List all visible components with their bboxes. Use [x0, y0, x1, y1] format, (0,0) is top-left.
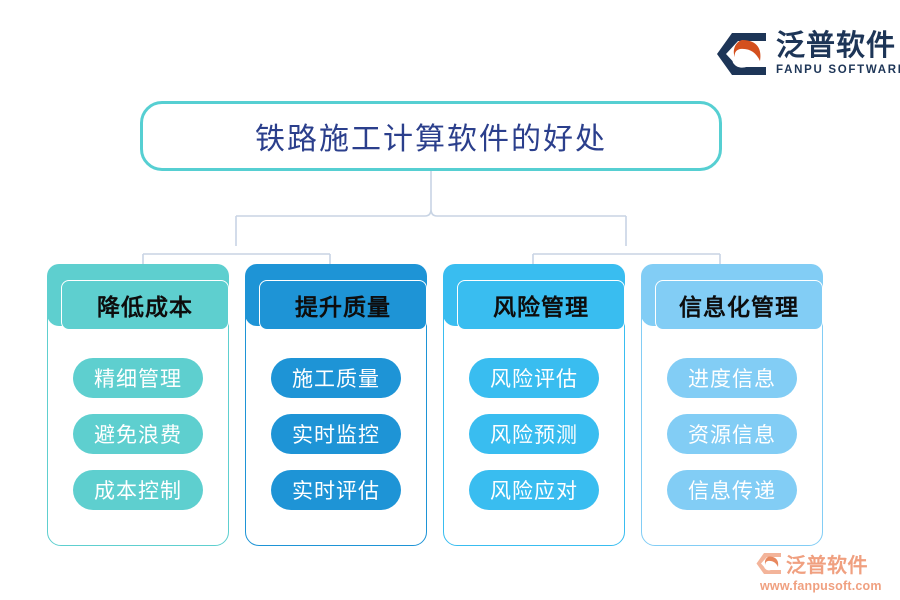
pill-label: 资源信息: [688, 423, 776, 447]
pill-label: 精细管理: [94, 367, 182, 391]
pill-label: 实时评估: [292, 479, 380, 503]
brand-text: 泛普软件 FANPU SOFTWARE: [776, 29, 900, 77]
card-header[interactable]: 信息化管理: [655, 280, 823, 330]
card-header[interactable]: 风险管理: [457, 280, 625, 330]
pill-label: 成本控制: [94, 479, 182, 503]
list-item[interactable]: 施工质量: [271, 358, 401, 398]
column-improve-quality: 提升质量 施工质量 实时监控 实时评估: [245, 264, 427, 546]
list-item[interactable]: 资源信息: [667, 414, 797, 454]
columns-container: 降低成本 精细管理 避免浪费 成本控制 提升质量 施工质量 实时监控: [0, 264, 900, 546]
watermark-row: 泛普软件: [756, 549, 868, 578]
pill-label: 风险评估: [490, 367, 578, 391]
list-item[interactable]: 成本控制: [73, 470, 203, 510]
list-item[interactable]: 进度信息: [667, 358, 797, 398]
diagram-title-box: 铁路施工计算软件的好处: [140, 101, 722, 171]
pill-label: 进度信息: [688, 367, 776, 391]
list-item[interactable]: 风险评估: [469, 358, 599, 398]
connector-tree: [142, 171, 721, 268]
column-risk-management: 风险管理 风险评估 风险预测 风险应对: [443, 264, 625, 546]
card-title: 信息化管理: [679, 295, 799, 320]
watermark: 泛普软件 www.fanpusoft.com: [756, 549, 892, 593]
card-header[interactable]: 降低成本: [61, 280, 229, 330]
page-title: 铁路施工计算软件的好处: [255, 123, 607, 156]
pill-list: 进度信息 资源信息 信息传递: [641, 358, 823, 510]
column-information-management: 信息化管理 进度信息 资源信息 信息传递: [641, 264, 823, 546]
pill-list: 风险评估 风险预测 风险应对: [443, 358, 625, 510]
card-title: 风险管理: [493, 295, 589, 320]
card-title: 提升质量: [295, 295, 391, 320]
list-item[interactable]: 风险预测: [469, 414, 599, 454]
pill-label: 信息传递: [688, 479, 776, 503]
pill-label: 风险预测: [490, 423, 578, 447]
pill-label: 施工质量: [292, 367, 380, 391]
list-item[interactable]: 信息传递: [667, 470, 797, 510]
brand-name-cn: 泛普软件: [776, 29, 897, 62]
watermark-name-cn: 泛普软件: [786, 555, 868, 577]
list-item[interactable]: 实时评估: [271, 470, 401, 510]
fanpu-logo-icon: [717, 33, 766, 75]
brand-logo: 泛普软件 FANPU SOFTWARE: [716, 26, 900, 82]
pill-label: 实时监控: [292, 423, 380, 447]
list-item[interactable]: 风险应对: [469, 470, 599, 510]
pill-label: 风险应对: [490, 479, 578, 503]
list-item[interactable]: 避免浪费: [73, 414, 203, 454]
connector-apex: [424, 208, 438, 217]
watermark-url: www.fanpusoft.com: [760, 579, 882, 593]
fanpu-watermark-icon: [756, 553, 781, 574]
pill-list: 精细管理 避免浪费 成本控制: [47, 358, 229, 510]
card-title: 降低成本: [97, 295, 193, 320]
brand-name-en: FANPU SOFTWARE: [776, 63, 900, 76]
pill-label: 避免浪费: [94, 423, 182, 447]
list-item[interactable]: 实时监控: [271, 414, 401, 454]
list-item[interactable]: 精细管理: [73, 358, 203, 398]
card-header[interactable]: 提升质量: [259, 280, 427, 330]
pill-list: 施工质量 实时监控 实时评估: [245, 358, 427, 510]
connector-level1: [235, 215, 627, 246]
column-reduce-cost: 降低成本 精细管理 避免浪费 成本控制: [47, 264, 229, 546]
